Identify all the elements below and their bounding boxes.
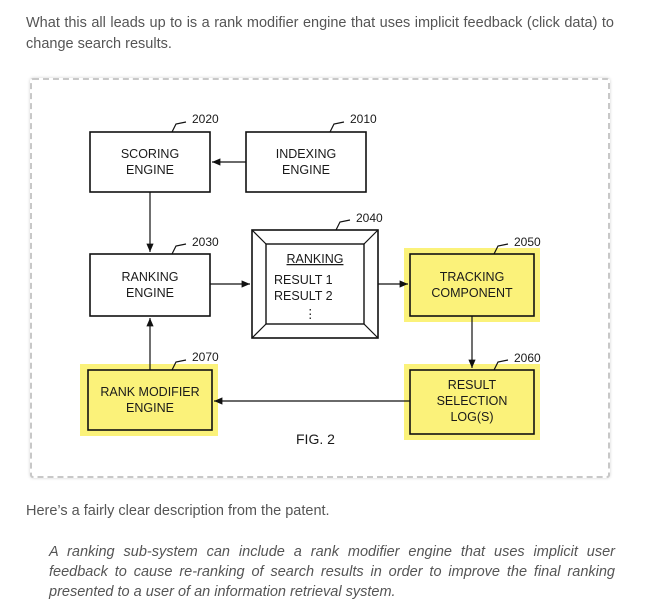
rank-modifier-ref: 2070 — [192, 350, 219, 364]
result-log-label-3: LOG(S) — [450, 410, 493, 424]
ranking-results-ref: 2040 — [356, 211, 383, 225]
result-selection-log-box: RESULT SELECTION LOG(S) 2060 — [409, 351, 541, 435]
ranking-engine-box: RANKING ENGINE 2030 — [89, 235, 219, 317]
ranking-engine-ref: 2030 — [192, 235, 219, 249]
tracking-component-box: TRACKING COMPONENT 2050 — [409, 235, 541, 317]
scoring-ref: 2020 — [192, 112, 219, 126]
indexing-engine-box: INDEXING ENGINE 2010 — [245, 112, 377, 193]
ranking-results-box: RANKING RESULT 1 RESULT 2 ⋮ 2040 — [251, 211, 383, 339]
ranking-engine-label-1: RANKING — [122, 270, 179, 284]
scoring-label-2: ENGINE — [126, 163, 174, 177]
figure-caption: FIG. 2 — [296, 431, 335, 447]
ranking-results-title: RANKING — [287, 252, 344, 266]
patent-quote: A ranking sub-system can include a rank … — [49, 544, 615, 600]
indexing-label-2: ENGINE — [282, 163, 330, 177]
tracking-label-2: COMPONENT — [431, 286, 513, 300]
rank-modifier-label-1: RANK MODIFIER — [100, 385, 199, 399]
ranking-engine-label-2: ENGINE — [126, 286, 174, 300]
scoring-label-1: SCORING — [121, 147, 179, 161]
rank-modifier-label-2: ENGINE — [126, 401, 174, 415]
scoring-engine-box: SCORING ENGINE 2020 — [89, 112, 219, 193]
result-log-label-1: RESULT — [448, 378, 497, 392]
indexing-ref: 2010 — [350, 112, 377, 126]
ranking-result-1: RESULT 1 — [274, 273, 333, 287]
tracking-highlight — [404, 248, 540, 322]
result-log-highlight — [404, 364, 540, 440]
indexing-label-1: INDEXING — [276, 147, 336, 161]
description-intro: Here’s a fairly clear description from t… — [26, 503, 330, 519]
ranking-result-2: RESULT 2 — [274, 289, 333, 303]
result-log-ref: 2060 — [514, 351, 541, 365]
tracking-ref: 2050 — [514, 235, 541, 249]
result-log-label-2: SELECTION — [437, 394, 508, 408]
tracking-label-1: TRACKING — [440, 270, 505, 284]
intro-paragraph: What this all leads up to is a rank modi… — [26, 15, 614, 52]
ranking-results-ellipsis: ⋮ — [304, 307, 317, 321]
rank-modifier-highlight — [80, 364, 218, 436]
